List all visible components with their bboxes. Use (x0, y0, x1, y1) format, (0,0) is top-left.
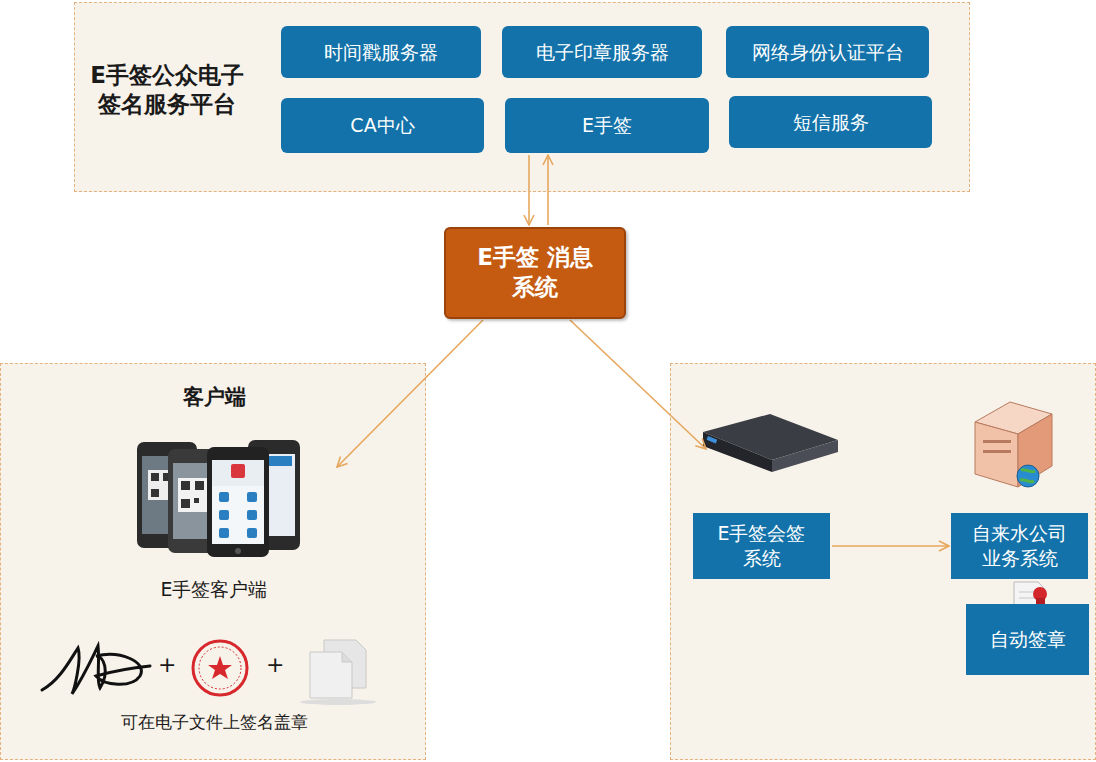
system-box: 自来水公司 业务系统 (951, 513, 1088, 579)
box-label: 自来水公司 业务系统 (964, 521, 1076, 570)
message-system-box: E手签 消息系统 (444, 227, 626, 319)
panel-heading: 客户端 (1, 384, 427, 410)
flow-arrow (547, 155, 549, 225)
plus-sign: + (266, 652, 284, 677)
phone-group (137, 440, 300, 557)
panel-ground (74, 2, 970, 192)
box-label: E手签会签 系统 (712, 521, 812, 570)
client-caption: E手签客户端 (1, 578, 427, 602)
box-label: E手签 (582, 113, 632, 138)
flow-arrow (528, 155, 530, 225)
flow-arrow (832, 545, 949, 547)
service-box: 网络身份认证平台 (726, 26, 929, 78)
flow-arrow (570, 320, 706, 449)
box-label: 时间戳服务器 (324, 40, 438, 65)
box-label: 网络身份认证平台 (752, 40, 904, 65)
box-label: 电子印章服务器 (536, 40, 669, 65)
box-label: E手签 消息系统 (475, 243, 595, 303)
system-box: E手签会签 系统 (693, 513, 830, 579)
server-icon (975, 402, 1052, 487)
function-box: 自动签章 (966, 604, 1089, 675)
box-label: 自动签章 (990, 627, 1066, 652)
box-label: CA中心 (350, 113, 414, 138)
panel-ground (0, 363, 426, 760)
service-box: E手签 (505, 98, 709, 153)
seal (193, 641, 247, 695)
service-box: 短信服务 (729, 96, 932, 148)
signature (42, 646, 150, 694)
service-box: 时间戳服务器 (281, 26, 481, 78)
enterprise-panel: E手签会签 系统 自来水公司 业务系统自动签章 (670, 363, 1096, 760)
platform-title: E手签公众电子 签名服务平台 (83, 61, 251, 119)
panel-ground (670, 363, 1096, 760)
gateway-device (703, 414, 838, 472)
flow-arrow (337, 320, 483, 467)
document-icon (300, 640, 376, 705)
service-box: 电子印章服务器 (502, 26, 702, 78)
plus-sign: + (158, 652, 176, 677)
service-box: CA中心 (281, 98, 484, 153)
note-text: 可在电子文件上签名盖章 (1, 712, 427, 733)
client-panel: 客户端 E手签客户端可在电子文件上签名盖章 (0, 363, 426, 760)
box-label: 短信服务 (793, 110, 869, 135)
platform-panel: E手签公众电子 签名服务平台 时间戳服务器 电子印章服务器 网络身份认证平台 CA中心 E… (74, 2, 970, 192)
